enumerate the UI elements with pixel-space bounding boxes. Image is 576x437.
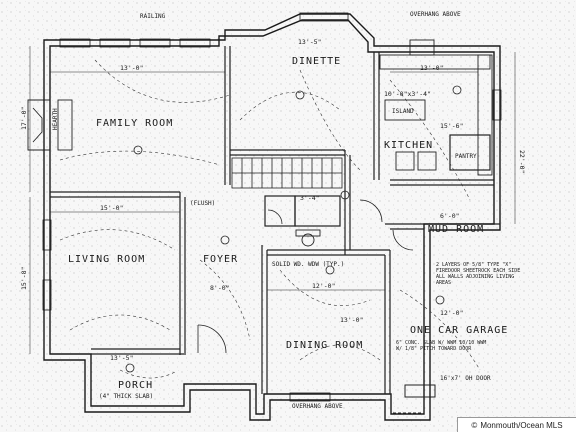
copyright-text: Monmouth/Ocean MLS bbox=[480, 420, 563, 430]
toilet bbox=[301, 233, 315, 247]
dim-living-top: 15'-0" bbox=[100, 204, 123, 212]
dim-dining-mid: 13'-0" bbox=[340, 316, 363, 324]
dim-dinette-top: 13'-5" bbox=[298, 38, 321, 46]
room-label-living: LIVING ROOM bbox=[68, 254, 145, 265]
note-overhang-bottom: OVERHANG ABOVE bbox=[292, 403, 343, 410]
dim-right-col: 22'-0" bbox=[518, 150, 526, 173]
door-swings bbox=[197, 199, 414, 354]
interior-walls bbox=[50, 46, 500, 394]
fireplace bbox=[27, 99, 51, 151]
room-label-foyer: FOYER bbox=[203, 254, 238, 265]
room-label-porch: PORCH bbox=[118, 380, 153, 391]
dim-kitchen-top: 13'-0" bbox=[420, 64, 443, 72]
fixtures bbox=[27, 39, 493, 247]
dim-dining-top: 12'-0" bbox=[312, 282, 335, 290]
dim-kitchen-mid: 15'-6" bbox=[440, 122, 463, 130]
room-label-dinette: DINETTE bbox=[292, 56, 341, 67]
room-label-family: FAMILY ROOM bbox=[96, 118, 173, 129]
dim-left-upper: 17'-0" bbox=[20, 107, 28, 130]
copyright-watermark: © Monmouth/Ocean MLS bbox=[457, 417, 576, 432]
note-garage-door: 16'x7' OH DOOR bbox=[440, 375, 491, 382]
note-garage-fire: 2 LAYERS OF 5/8" TYPE "X" FIREDOOR SHEET… bbox=[436, 262, 521, 286]
dim-porch-top: 13'-5" bbox=[110, 354, 133, 362]
label-island: ISLAND bbox=[392, 108, 414, 115]
note-garage-sub: 6" CONC. SLAB W/ WWM 10/10 WWM W/ 1/8" P… bbox=[396, 340, 487, 352]
dim-island-size: 10'-0"x3'-4" bbox=[384, 90, 431, 98]
dim-left-lower: 15'-8" bbox=[20, 267, 28, 290]
note-garage-sub-box: 6" CONC. SLAB W/ WWM 10/10 WWM W/ 1/8" P… bbox=[396, 340, 487, 352]
note-garage-fire-box: 2 LAYERS OF 5/8" TYPE "X" FIREDOOR SHEET… bbox=[436, 262, 521, 286]
stair bbox=[231, 157, 343, 189]
note-railing: RAILING bbox=[140, 13, 166, 20]
copyright-symbol: © bbox=[471, 420, 478, 430]
hearth-pad bbox=[57, 99, 73, 151]
electrical-fixtures bbox=[125, 85, 462, 373]
room-label-garage: ONE CAR GARAGE bbox=[410, 325, 508, 336]
windows bbox=[42, 12, 502, 402]
label-hearth: HEARTH bbox=[52, 108, 59, 130]
note-overhang-top: OVERHANG ABOVE bbox=[410, 11, 461, 18]
dim-mud-width: 6'-0" bbox=[440, 212, 460, 220]
kitchen-island bbox=[384, 99, 426, 121]
dim-stair: 3'-4" bbox=[300, 194, 320, 202]
dim-family-top: 13'-0" bbox=[120, 64, 143, 72]
note-porch-slab: (4" THICK SLAB) bbox=[99, 393, 153, 400]
dim-garage-mid: 12'-0" bbox=[440, 309, 463, 317]
note-solid-wd: SOLID WD. WDW (TYP.) bbox=[272, 261, 344, 268]
note-flush: (FLUSH) bbox=[190, 200, 215, 207]
dim-foyer-width: 8'-0" bbox=[210, 284, 230, 292]
room-label-dining: DINING ROOM bbox=[286, 340, 363, 351]
dimension-lines bbox=[29, 46, 516, 354]
room-label-mud: MUD ROOM bbox=[428, 224, 484, 235]
garage-door bbox=[393, 384, 436, 414]
electrical-circuits bbox=[59, 59, 481, 379]
label-pantry: PANTRY bbox=[455, 153, 477, 160]
room-label-kitchen: KITCHEN bbox=[384, 140, 433, 151]
